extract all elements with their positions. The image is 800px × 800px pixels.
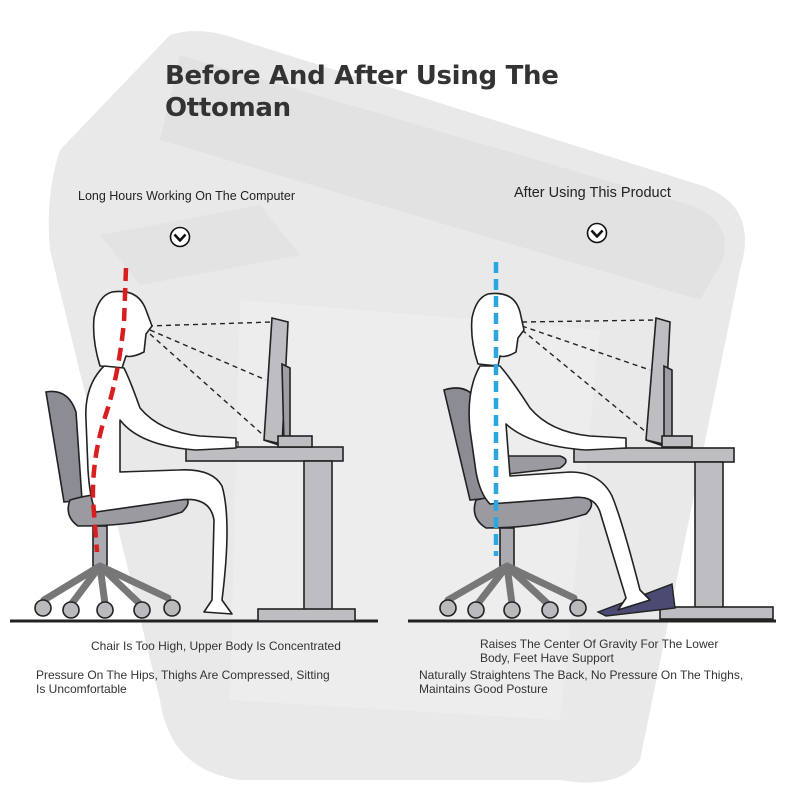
left-caption-2: Pressure On The Hips, Thighs Are Compres… bbox=[36, 668, 330, 696]
left-caption-1: Chair Is Too High, Upper Body Is Concent… bbox=[91, 639, 341, 653]
chevron-down-circle-icon bbox=[586, 222, 608, 244]
seated-person-after bbox=[468, 292, 651, 611]
page-title: Before And After Using The Ottoman bbox=[165, 61, 559, 123]
left-panel-heading: Long Hours Working On The Computer bbox=[78, 189, 296, 203]
chevron-down-circle-icon bbox=[169, 226, 191, 248]
monitor bbox=[263, 316, 313, 448]
right-caption-1: Raises The Center Of Gravity For The Low… bbox=[480, 637, 719, 665]
sight-lines bbox=[521, 319, 657, 433]
monitor bbox=[645, 316, 693, 448]
sight-lines bbox=[147, 321, 273, 435]
desk bbox=[185, 446, 356, 622]
right-panel-heading: After Using This Product bbox=[514, 185, 671, 201]
right-scene bbox=[408, 262, 776, 623]
left-scene bbox=[10, 267, 378, 623]
desk bbox=[573, 447, 774, 620]
right-caption-2: Naturally Straightens The Back, No Press… bbox=[419, 668, 744, 696]
